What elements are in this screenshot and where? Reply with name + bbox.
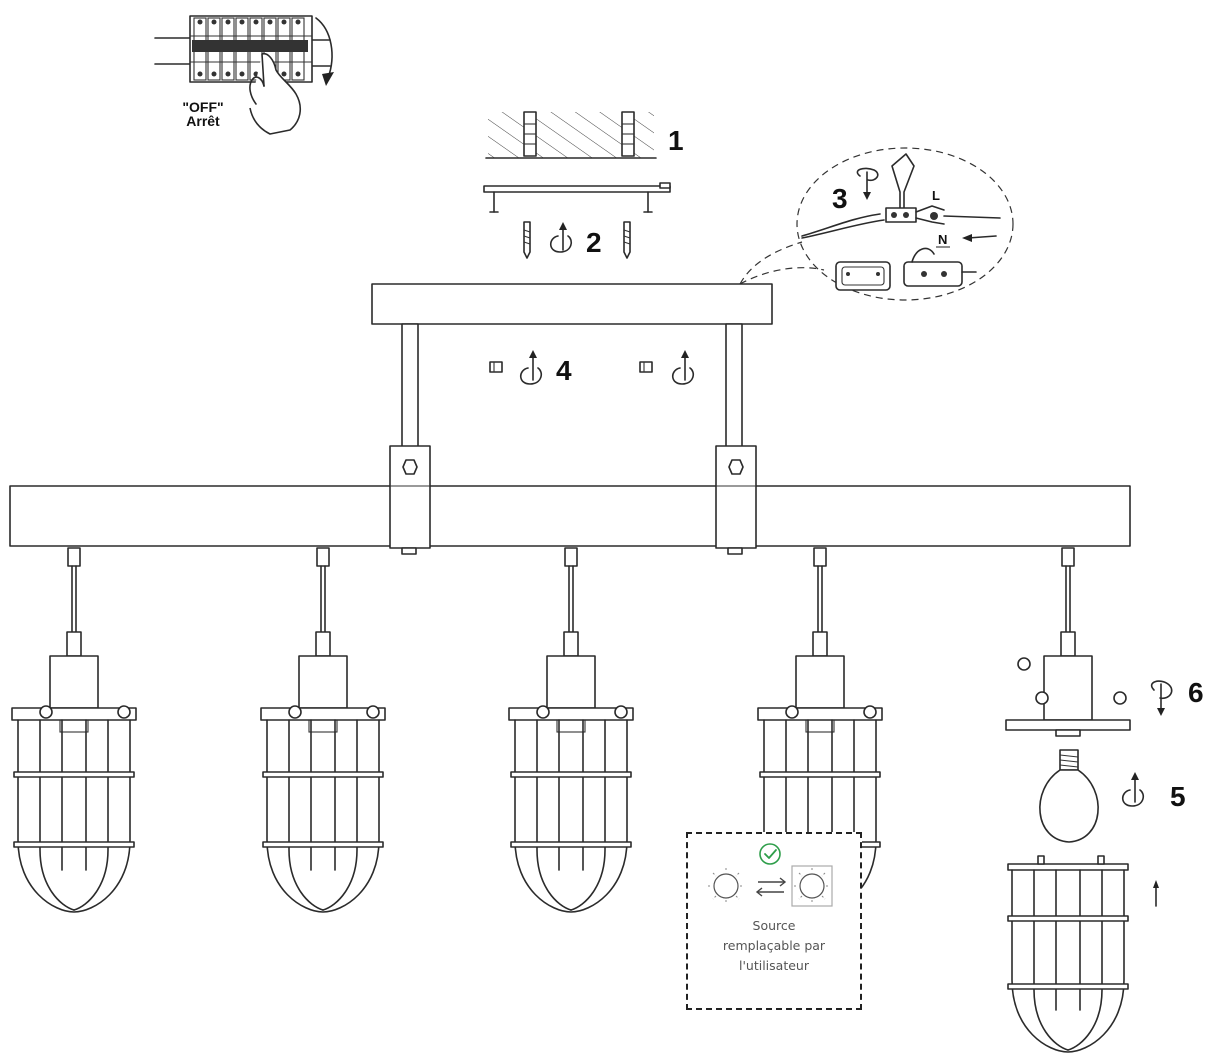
wall-plug-icon: [523, 111, 537, 157]
replaceable-source-graphic: [708, 843, 833, 907]
step-1-number: 1: [668, 125, 684, 156]
rotate-arrow-icon: [519, 350, 543, 385]
wire-live-label: L: [932, 188, 940, 203]
replaceable-line-3: l'utilisateur: [739, 958, 809, 973]
bulb-icon: [1039, 749, 1099, 843]
replaceable-source-text: Source remplaçable par l'utilisateur: [688, 916, 860, 976]
rotate-arrow-icon: [671, 350, 695, 385]
step-5: 5: [1121, 772, 1186, 812]
step-6: 6: [1150, 677, 1204, 716]
bulb-sun-boxed-icon: [791, 865, 833, 907]
wall-plug-icon: [621, 111, 635, 157]
step-3-number: 3: [832, 183, 848, 214]
step-4-fasteners: 4: [489, 350, 695, 386]
mounting-bracket: 2: [483, 182, 671, 259]
lamp-heads: [11, 547, 1131, 913]
rotate-arrow-icon: [1150, 680, 1173, 716]
ceiling-wall-plugs: 1: [485, 111, 684, 159]
check-circle-icon: [759, 843, 781, 865]
step-2-number: 2: [586, 227, 602, 258]
lamp-head-1: [11, 547, 137, 913]
step-5-number: 5: [1170, 781, 1186, 812]
step-4-number: 4: [556, 355, 572, 386]
rotate-arrow-icon: [1121, 772, 1145, 807]
rotate-arrow-icon: [856, 167, 879, 200]
main-bar: [9, 445, 1131, 555]
cage-up-arrow: [1153, 880, 1159, 907]
screw-icon: [523, 221, 531, 259]
wire-neutral-label: N: [938, 232, 947, 247]
lamp-head-3: [508, 547, 634, 913]
replaceable-line-1: Source: [752, 918, 796, 933]
replaceable-line-2: remplaçable par: [722, 938, 826, 953]
exploded-cage: [1007, 855, 1129, 1053]
lamp-head-5-exploded: [1005, 547, 1131, 737]
replaceable-source-box: Source remplaçable par l'utilisateur: [686, 832, 862, 1010]
wiring-detail: 3 L N: [739, 147, 1014, 301]
breaker-arret-label: Arrêt: [186, 113, 220, 129]
breaker-off-label: "OFF": [182, 99, 223, 115]
lamp-head-2: [260, 547, 386, 913]
canopy: [371, 283, 773, 449]
rotate-arrow-icon: [549, 222, 573, 253]
screw-icon: [623, 221, 631, 259]
step-6-number: 6: [1188, 677, 1204, 708]
swap-arrows-icon: [755, 877, 787, 897]
bulb-sun-icon: [708, 868, 744, 904]
breaker-panel-icon: "OFF" Arrêt: [154, 15, 334, 135]
